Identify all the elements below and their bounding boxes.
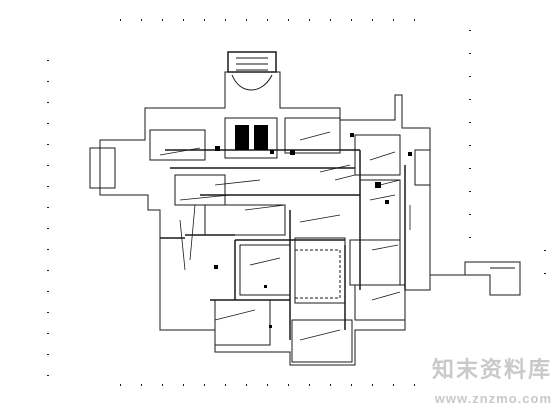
grid-dot-right — [469, 30, 546, 290]
tower-stair — [231, 57, 273, 91]
building-outline — [99, 71, 521, 366]
central-core — [224, 117, 278, 159]
stair-core-left — [235, 125, 249, 150]
room-f — [239, 244, 291, 296]
room-n — [204, 204, 286, 236]
wiring-lines — [159, 131, 411, 341]
room-b — [284, 117, 341, 154]
room-d — [89, 147, 116, 189]
watermark-brand: 知末资料库 — [431, 357, 552, 382]
column-markers — [214, 133, 412, 328]
stair-core-right — [254, 125, 268, 150]
room-m — [174, 174, 226, 206]
room-j — [349, 239, 401, 286]
room-c — [354, 134, 401, 176]
room-a — [149, 129, 206, 161]
room-e — [294, 237, 346, 304]
room-g — [214, 299, 271, 346]
room-l — [414, 149, 431, 186]
room-h — [291, 319, 353, 363]
watermark-url: www.znzmo.com — [434, 391, 552, 406]
right-annex — [465, 261, 520, 269]
atrium-void — [294, 249, 341, 299]
entrance-tower — [227, 51, 277, 73]
room-k — [354, 284, 406, 321]
room-i — [359, 179, 401, 241]
